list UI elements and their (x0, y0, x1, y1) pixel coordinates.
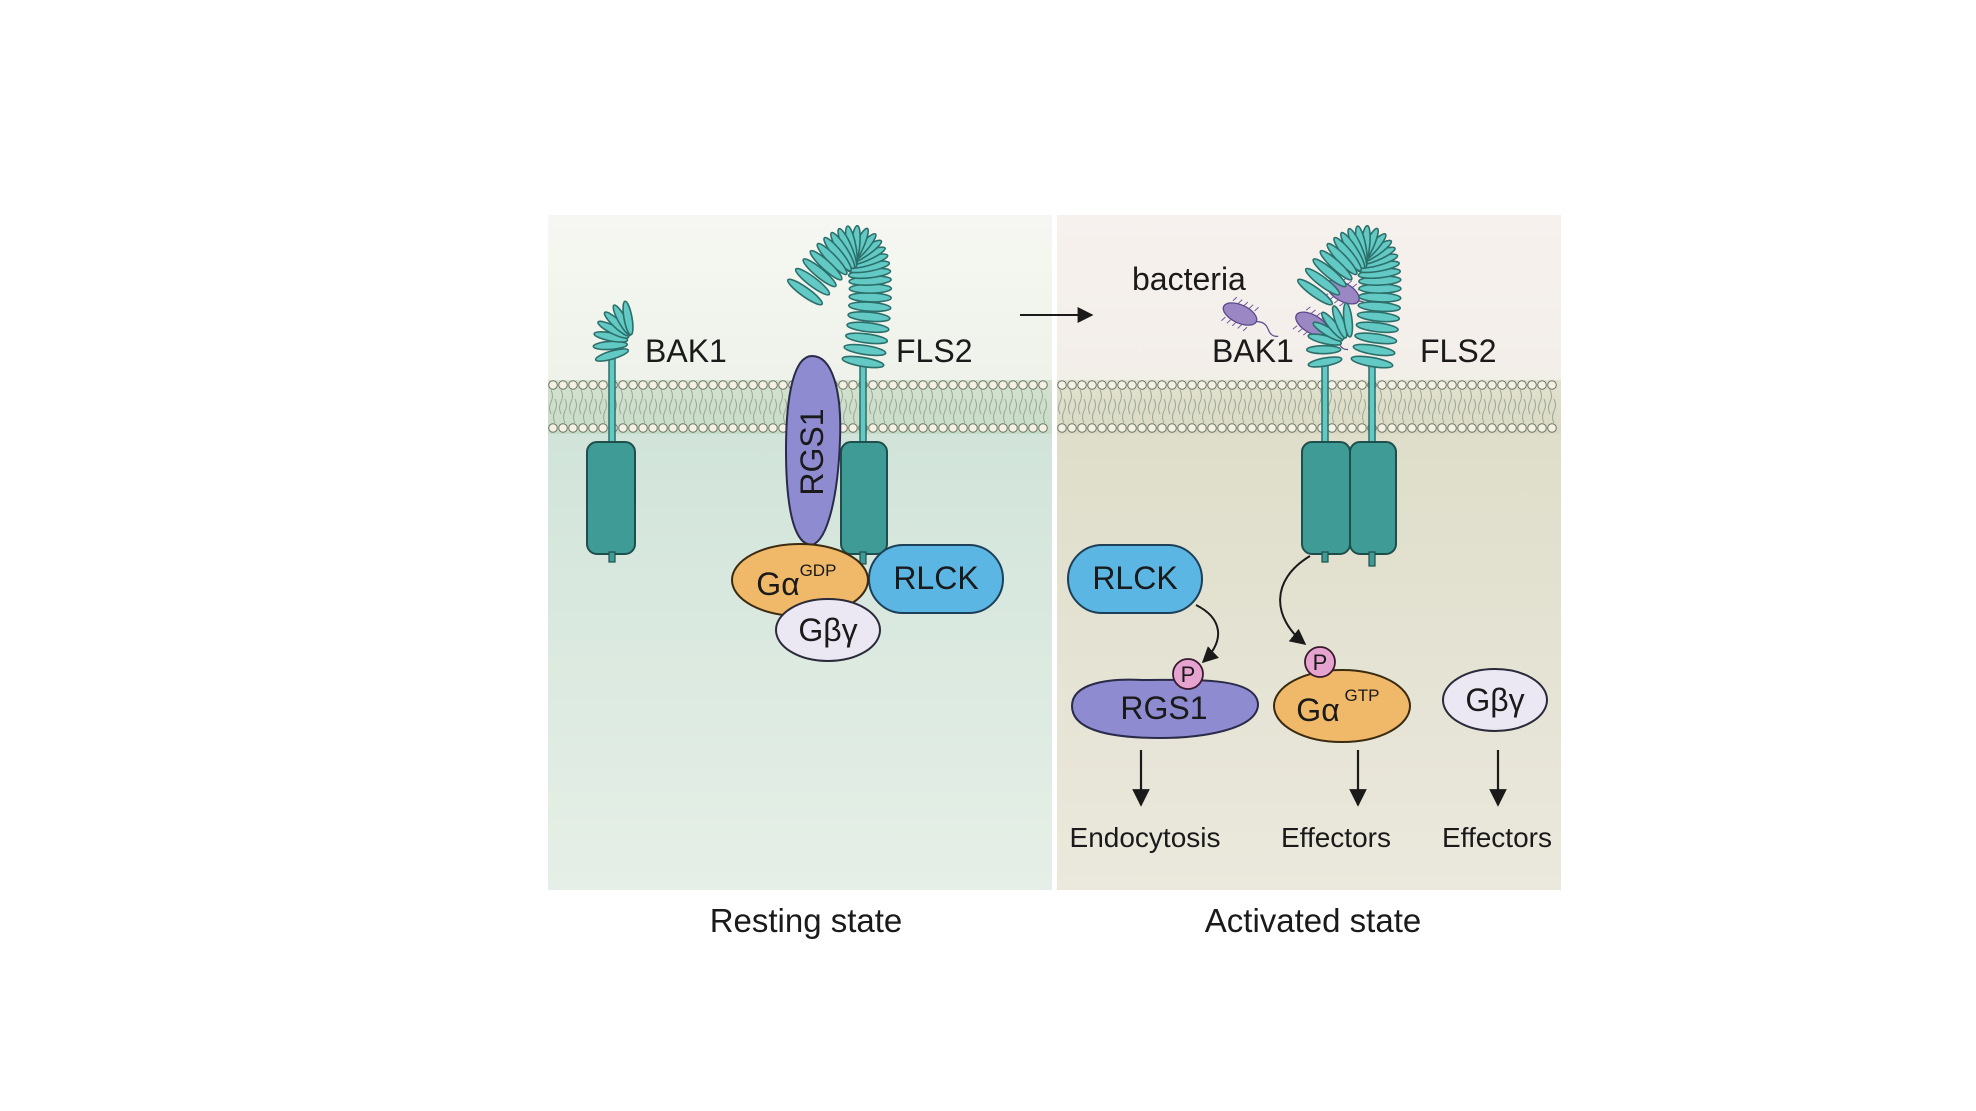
fls2-receptor-resting (786, 224, 893, 565)
arrow-rlck-to-rgs1 (1195, 604, 1219, 664)
arrow-receptor-to-galpha (1279, 555, 1311, 645)
label-effectors-gbg: Effectors (1442, 822, 1552, 853)
bacterium (1221, 296, 1279, 337)
bak1-ectodomain-coil-activated (1305, 302, 1354, 368)
phospho-rgs1: P (1172, 658, 1204, 690)
label-gtp-superscript: GTP (1345, 686, 1380, 705)
fls2-ectodomain-coil (786, 224, 893, 369)
label-galpha-resting: Gα (756, 566, 799, 602)
caption-activated-state: Activated state (1205, 902, 1421, 939)
label-phospho-rgs1: P (1181, 662, 1196, 687)
label-endocytosis: Endocytosis (1070, 822, 1221, 853)
label-gbg-activated: Gβγ (1465, 682, 1524, 718)
label-bak1-activated: BAK1 (1212, 333, 1294, 369)
label-fls2-resting: FLS2 (896, 333, 972, 369)
phospho-galpha: P (1304, 646, 1336, 678)
label-rlck-activated: RLCK (1092, 560, 1177, 596)
rgs1-activated: RGS1 (1070, 678, 1260, 740)
label-galpha-activated: Gα (1296, 692, 1339, 728)
label-bak1-resting: BAK1 (645, 333, 727, 369)
label-fls2-activated: FLS2 (1420, 333, 1496, 369)
gbg-resting: Gβγ (775, 598, 881, 662)
label-effectors-galpha: Effectors (1281, 822, 1391, 853)
label-gdp-superscript: GDP (800, 561, 837, 580)
gbg-activated: Gβγ (1442, 668, 1548, 732)
plasma-membrane-right (1057, 380, 1557, 433)
fls2-receptor-activated (1296, 224, 1402, 567)
caption-resting-state: Resting state (710, 902, 903, 939)
rlck-activated: RLCK (1067, 544, 1203, 614)
label-rgs1-activated: RGS1 (1120, 690, 1207, 726)
bak1-receptor-resting (586, 300, 636, 563)
label-phospho-galpha: P (1313, 650, 1328, 675)
label-rlck-resting: RLCK (893, 560, 978, 596)
label-bacteria: bacteria (1132, 261, 1246, 297)
bak1-ectodomain-coil (592, 300, 634, 362)
rgs1-resting: RGS1 (784, 354, 842, 547)
label-gbg-resting: Gβγ (798, 612, 857, 648)
galpha-gtp-activated: Gα GTP (1273, 669, 1411, 743)
fls2-ectodomain-coil-activated (1296, 224, 1402, 369)
label-rgs1-resting: RGS1 (794, 408, 830, 495)
rlck-resting: RLCK (868, 544, 1004, 614)
